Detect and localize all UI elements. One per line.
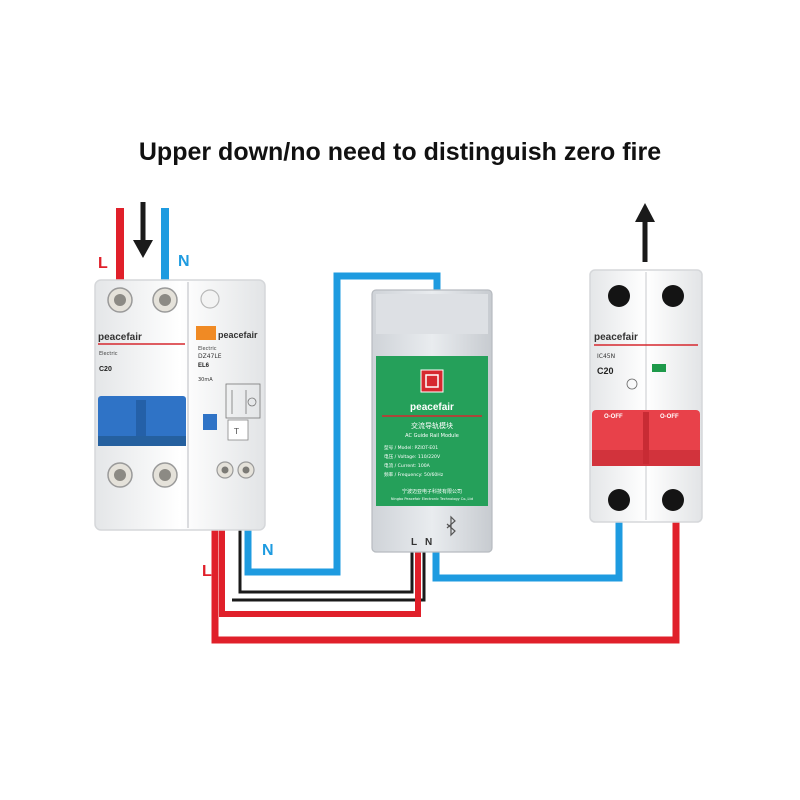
rcbo-right-small: Electric bbox=[198, 346, 217, 352]
rcbo-test-box bbox=[227, 419, 249, 441]
module-terminal-n: N bbox=[425, 537, 432, 548]
label-l-top: L bbox=[98, 255, 108, 272]
module-terminal-l: L bbox=[411, 537, 417, 548]
module-spec-current: 电流 / Current: 100A bbox=[384, 462, 431, 469]
breaker-brand: peacefair bbox=[594, 332, 638, 343]
rcbo-left-small: Electric bbox=[99, 351, 118, 357]
rcbo-brand-right: peacefair bbox=[218, 330, 258, 340]
diagram-title: Upper down/no need to distinguish zero f… bbox=[138, 138, 662, 166]
rail-module: peacefair 交流导轨模块 AC Guide Rail Module 型号… bbox=[371, 289, 493, 553]
module-spec-model: 型号 / Model: PZIOT-E01 bbox=[384, 444, 438, 451]
breaker-model-top: IC45N bbox=[597, 353, 615, 360]
arrow-up-icon bbox=[635, 203, 655, 262]
live-to-module-wire bbox=[219, 470, 421, 617]
breaker-model: C20 bbox=[597, 366, 614, 376]
module-en-title: AC Guide Rail Module bbox=[405, 433, 459, 439]
module-cn-title: 交流导轨模块 bbox=[411, 421, 453, 430]
label-n-top: N bbox=[178, 253, 190, 270]
rcbo-right-model: DZ47LE bbox=[198, 353, 222, 360]
neutral-feed-wire bbox=[244, 272, 441, 576]
module-spec-frequency: 频率 / Frequency: 50/60Hz bbox=[384, 471, 444, 478]
breaker-switch-left-label: O-OFF bbox=[604, 414, 623, 420]
rcbo-test-label: T bbox=[233, 427, 239, 436]
module-spec-voltage: 电压 / Voltage: 110/220V bbox=[384, 453, 441, 460]
rcbo-brand-left: peacefair bbox=[98, 332, 142, 343]
breaker-switch-right-label: O-OFF bbox=[660, 414, 679, 420]
neutral-to-breaker-wire bbox=[432, 505, 623, 582]
breaker-top-hole-left bbox=[608, 285, 630, 307]
rcbo-schematic bbox=[225, 383, 261, 419]
bluetooth-icon bbox=[446, 515, 456, 537]
breaker-top-hole-right bbox=[662, 285, 684, 307]
label-n-bottom: N bbox=[262, 542, 274, 559]
rcbo-rating: 30mA bbox=[198, 377, 213, 383]
live-to-breaker-wire bbox=[211, 470, 680, 644]
black-link-wire bbox=[238, 470, 414, 594]
rcbo-right-sub: EL6 bbox=[198, 363, 210, 369]
module-maker-en: Ningbo Peacefair Electronic Technology C… bbox=[391, 497, 473, 501]
rcbo-test-button[interactable] bbox=[203, 414, 217, 430]
breaker-bottom-hole-right bbox=[662, 489, 684, 511]
rcbo-left-model: C20 bbox=[99, 366, 112, 373]
circuit-breaker: peacefair IC45N C20 O-OFF O-OFF bbox=[589, 269, 703, 523]
module-brand: peacefair bbox=[410, 402, 454, 413]
module-maker-cn: 宁波迈亚电子科技有限公司 bbox=[402, 488, 462, 495]
wires bbox=[116, 208, 680, 644]
label-l-bottom: L bbox=[202, 563, 212, 580]
rcbo-device: peacefair Electric C20 peacefair Electri… bbox=[94, 279, 266, 531]
arrow-down-icon bbox=[133, 202, 153, 258]
black-link-wire-2 bbox=[232, 548, 426, 602]
rcbo-orange-tag bbox=[196, 326, 216, 340]
breaker-bottom-hole-left bbox=[608, 489, 630, 511]
